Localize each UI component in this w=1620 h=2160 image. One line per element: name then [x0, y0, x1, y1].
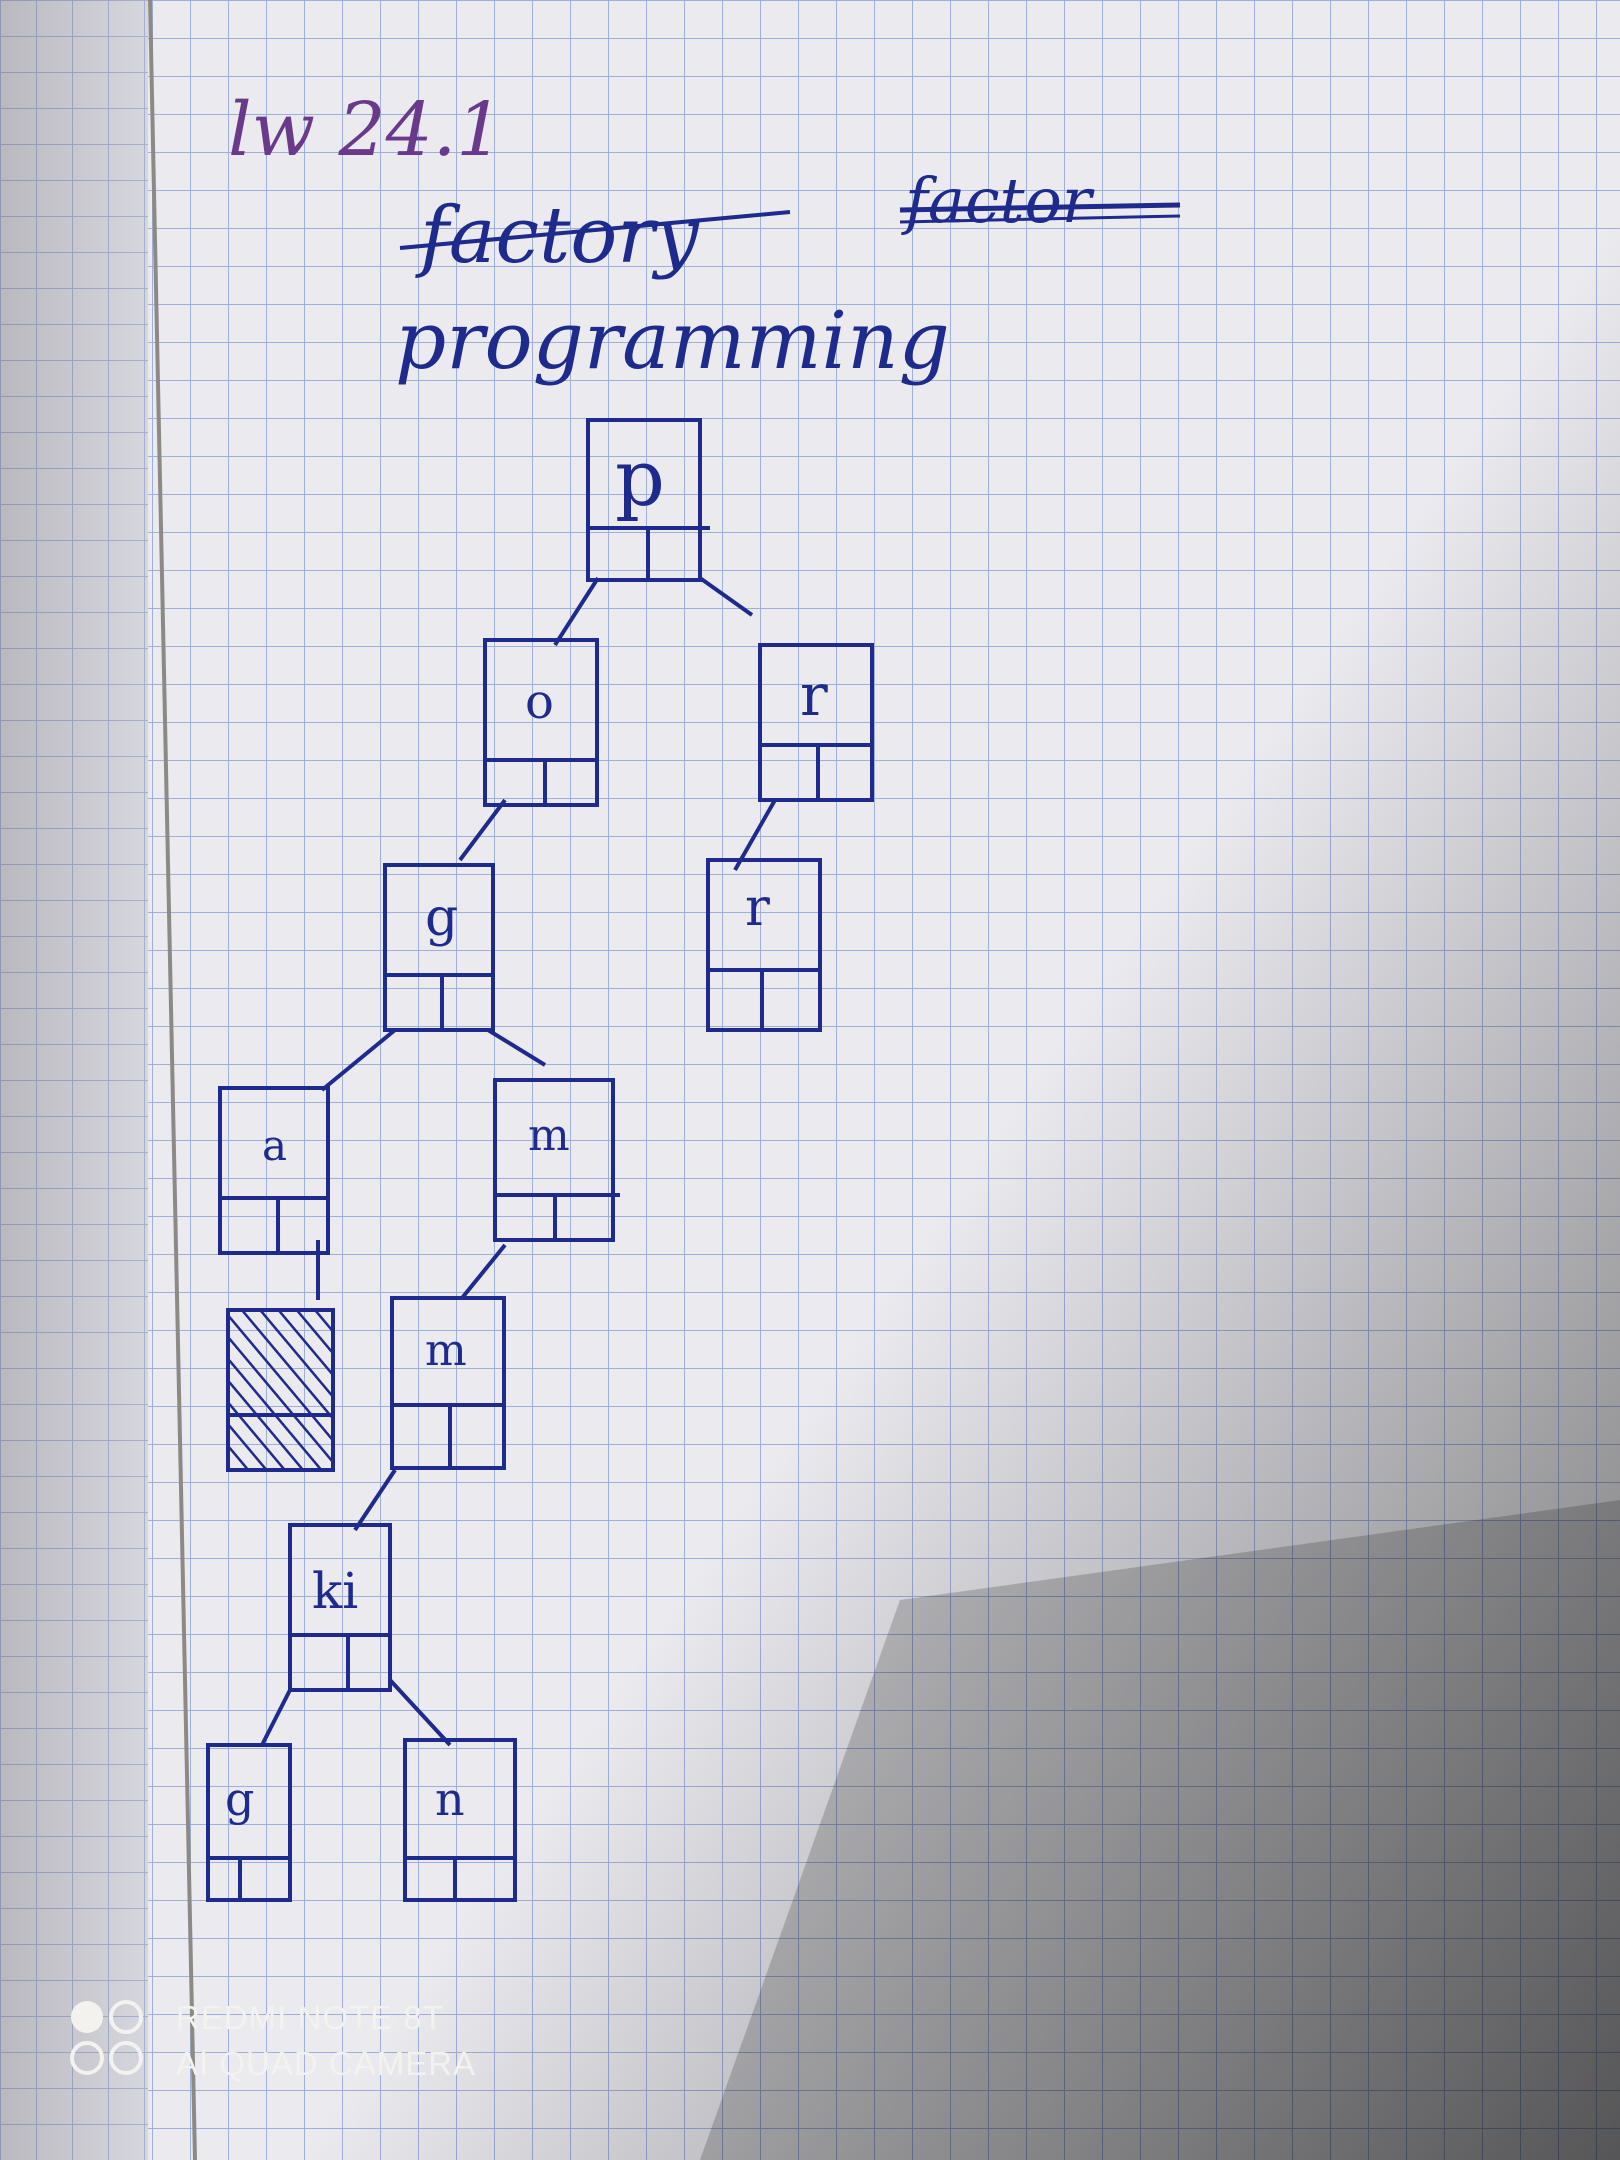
tree-node-g1: [383, 863, 495, 1032]
watermark-line-2: AI QUAD CAMERA: [176, 2045, 477, 2082]
edge-g1-m1: [486, 1028, 547, 1067]
tree-node-p: [586, 418, 710, 582]
strike-line-1: [399, 210, 791, 250]
node-label-i: ki: [312, 1562, 358, 1620]
edge-i-g2: [260, 1689, 292, 1746]
main-word: programming: [395, 294, 950, 387]
edge-g1-a: [320, 1028, 397, 1092]
edge-m1-m2: [460, 1243, 507, 1300]
tree-nodes: [206, 418, 874, 1902]
tree-node-labels: p o r g r a m m ki g n: [225, 434, 828, 1826]
tree-node-i: [288, 1523, 392, 1692]
edge-o-g1: [458, 798, 507, 862]
watermark-line-1: REDMI NOTE 8T: [176, 1999, 444, 2036]
right-page: [148, 0, 1620, 2160]
tree-node-hatched: [226, 1308, 335, 1472]
node-label-r2: r: [745, 878, 770, 938]
tree-node-g2: [206, 1743, 292, 1902]
quad-camera-icon: [70, 2000, 143, 2075]
node-label-m1: m: [528, 1110, 570, 1161]
strike-line-2: [899, 202, 1181, 213]
edge-m2-i: [353, 1468, 397, 1532]
node-label-a: a: [262, 1121, 287, 1170]
node-label-o: o: [525, 674, 554, 730]
struck-word-factor: factor: [901, 164, 1095, 237]
node-label-p: p: [615, 434, 665, 524]
node-label-r1: r: [800, 661, 828, 729]
tree-node-m2: [390, 1296, 506, 1470]
tree-node-n: [403, 1738, 517, 1902]
node-label-n: n: [435, 1772, 465, 1826]
edge-p-o: [553, 576, 600, 647]
tree-node-m1: [493, 1078, 620, 1242]
tree-node-r2: [706, 858, 822, 1032]
node-label-g1: g: [425, 888, 458, 948]
edge-p-r1: [698, 576, 754, 617]
node-label-g2: g: [225, 1772, 254, 1826]
left-page: [0, 0, 160, 2160]
node-label-m2: m: [425, 1325, 467, 1376]
edge-i-n: [388, 1678, 452, 1747]
tree-node-r1: [758, 643, 874, 802]
header-label: lw 24.1: [228, 87, 503, 173]
struck-word-factory: factory: [415, 191, 700, 281]
tree-node-o: [483, 638, 599, 807]
handwritten-header: lw 24.1 factory factor programming: [228, 87, 1181, 387]
tree-node-a: [218, 1086, 330, 1255]
